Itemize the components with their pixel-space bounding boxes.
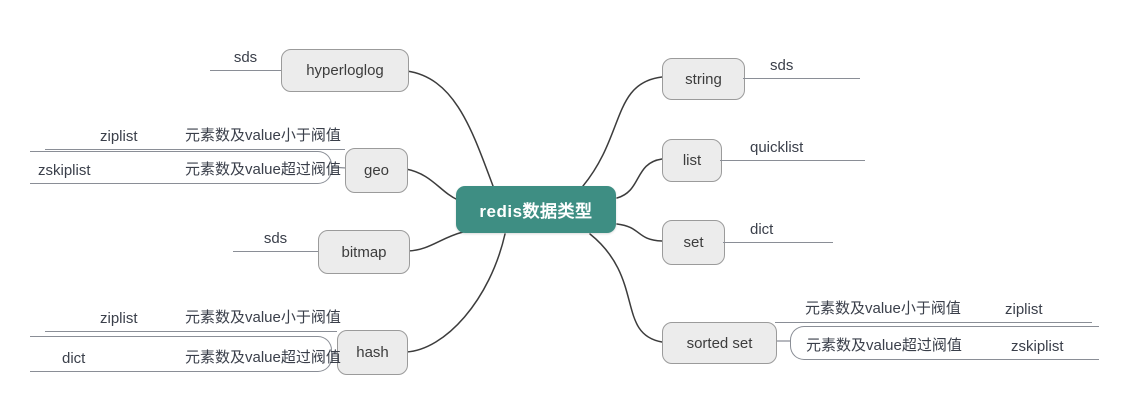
condition-label[interactable]: 元素数及value超过阀值 xyxy=(185,349,341,366)
curve-hash xyxy=(405,233,506,353)
subtopic-string-impl[interactable]: sds xyxy=(743,52,860,79)
subtopic-sorted-set-row1[interactable]: 元素数及value小于阀值 ziplist xyxy=(775,296,1092,323)
subtopic-hash-row2[interactable]: dict 元素数及value超过阀值 xyxy=(30,336,341,372)
subtopic-bitmap-impl[interactable]: sds xyxy=(233,225,318,252)
topic-hyperloglog[interactable]: hyperloglog xyxy=(281,49,409,92)
topic-sorted-set[interactable]: sorted set xyxy=(662,322,777,364)
subtopic-geo-row1[interactable]: ziplist 元素数及value小于阀值 xyxy=(45,122,345,150)
curve-set xyxy=(616,223,663,242)
impl-label[interactable]: sds xyxy=(263,230,288,247)
impl-label[interactable]: quicklist xyxy=(750,139,804,156)
impl-label[interactable]: zskiplist xyxy=(38,162,91,179)
subtopic-hash-row1[interactable]: ziplist 元素数及value小于阀值 xyxy=(45,304,341,332)
subtopic-geo-row2[interactable]: zskiplist 元素数及value超过阀值 xyxy=(30,151,341,184)
condition-label[interactable]: 元素数及value小于阀值 xyxy=(805,300,961,317)
impl-label[interactable]: dict xyxy=(750,221,774,238)
curve-sorted-set xyxy=(589,233,663,343)
topic-hash[interactable]: hash xyxy=(337,330,408,375)
topic-list[interactable]: list xyxy=(662,139,722,182)
impl-label[interactable]: zskiplist xyxy=(1011,338,1064,355)
curve-geo xyxy=(405,168,459,201)
subtopic-hyperloglog-impl[interactable]: sds xyxy=(210,44,281,71)
curve-hyperloglog xyxy=(406,70,494,187)
condition-label[interactable]: 元素数及value超过阀值 xyxy=(806,337,962,354)
condition-label[interactable]: 元素数及value超过阀值 xyxy=(185,161,341,178)
curve-string xyxy=(582,76,663,187)
impl-label[interactable]: ziplist xyxy=(1005,301,1043,318)
curve-bitmap xyxy=(407,231,464,252)
central-topic[interactable]: redis数据类型 xyxy=(456,186,616,233)
impl-label[interactable]: ziplist xyxy=(100,310,138,327)
topic-bitmap[interactable]: bitmap xyxy=(318,230,410,274)
subtopic-set-impl[interactable]: dict xyxy=(723,216,833,243)
impl-label[interactable]: dict xyxy=(62,350,86,367)
condition-label[interactable]: 元素数及value小于阀值 xyxy=(185,127,341,144)
impl-label[interactable]: sds xyxy=(770,57,794,74)
topic-set[interactable]: set xyxy=(662,220,725,265)
topic-string[interactable]: string xyxy=(662,58,745,100)
curve-list xyxy=(616,158,663,199)
impl-label[interactable]: ziplist xyxy=(100,128,138,145)
impl-label[interactable]: sds xyxy=(233,49,258,66)
condition-label[interactable]: 元素数及value小于阀值 xyxy=(185,309,341,326)
topic-geo[interactable]: geo xyxy=(345,148,408,193)
subtopic-list-impl[interactable]: quicklist xyxy=(720,134,865,161)
subtopic-sorted-set-row2[interactable]: 元素数及value超过阀值 zskiplist xyxy=(790,326,1099,360)
